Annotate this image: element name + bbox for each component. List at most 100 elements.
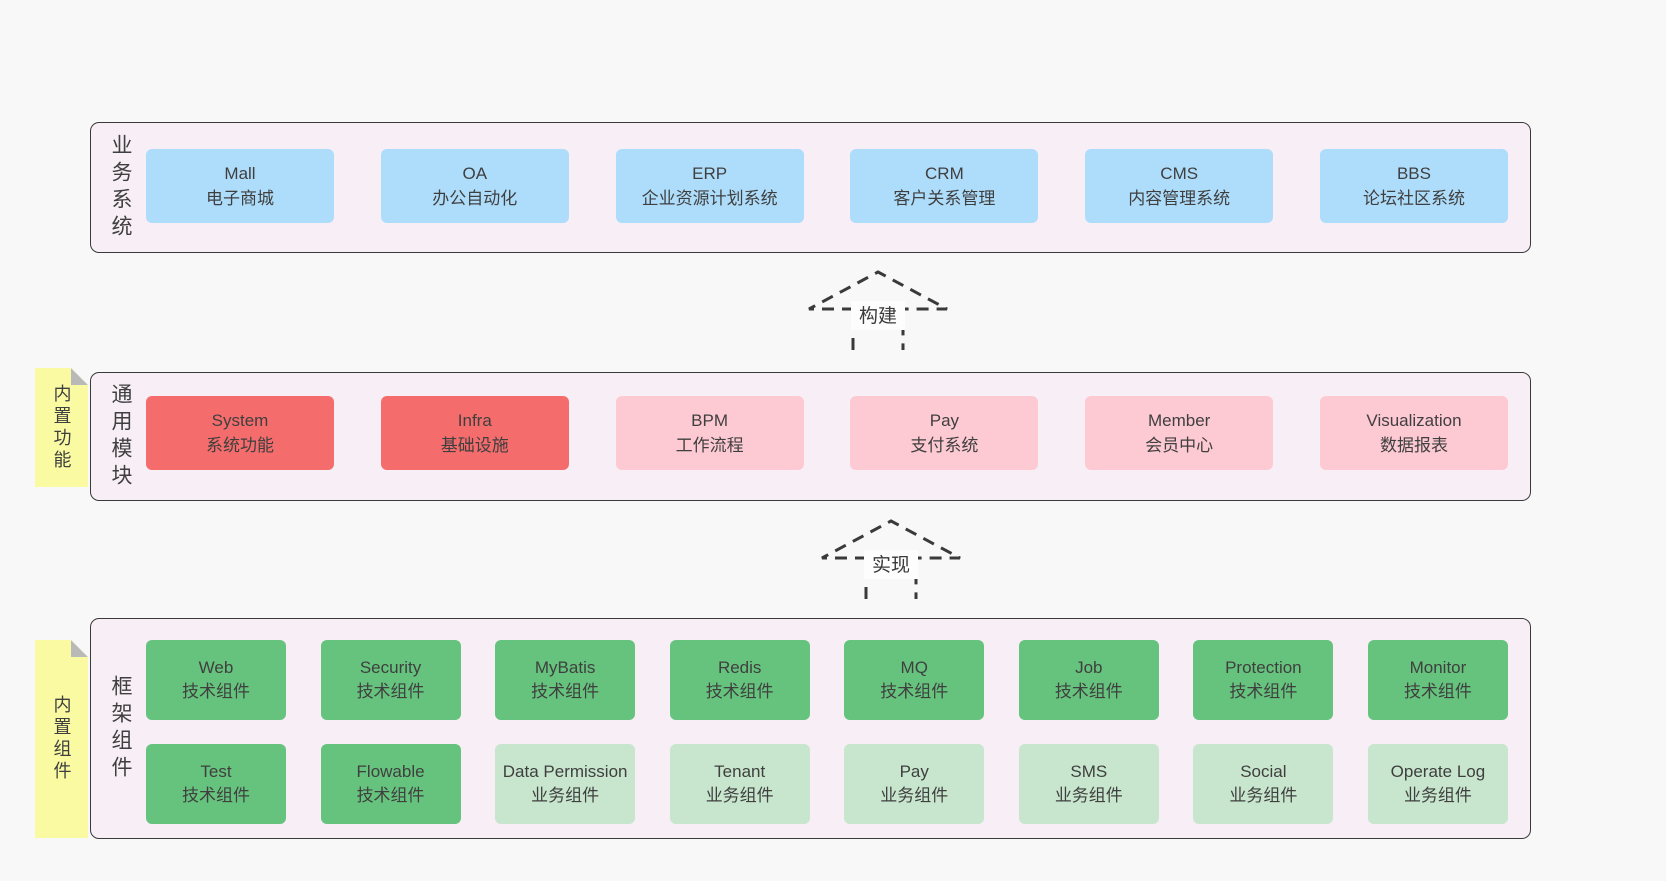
box-desc: 系统功能 — [206, 436, 274, 455]
box-desc: 业务组件 — [1229, 786, 1298, 805]
box-desc: 内容管理系统 — [1128, 189, 1231, 208]
sticky-tag-built-in-components: 内置组件 — [35, 640, 88, 838]
box-pay: Pay 支付系统 — [850, 396, 1039, 470]
arrow-label: 实现 — [872, 554, 910, 576]
box-erp: ERP 企业资源计划系统 — [615, 149, 804, 223]
box-monitor: Monitor 技术组件 — [1367, 640, 1508, 720]
box-name: Data Permission — [502, 762, 628, 781]
box-desc: 数据报表 — [1379, 436, 1448, 455]
box-desc: 技术组件 — [1403, 682, 1472, 701]
box-data-permission: Data Permission 业务组件 — [495, 744, 636, 824]
box-name: Pay — [929, 411, 960, 430]
box-name: Monitor — [1409, 658, 1467, 677]
box-desc: 技术组件 — [356, 786, 425, 805]
box-tenant: Tenant 业务组件 — [669, 744, 810, 824]
box-name: BBS — [1396, 164, 1431, 183]
box-desc: 技术组件 — [705, 682, 774, 701]
box-name: Mall — [224, 164, 256, 183]
box-name: Infra — [457, 411, 492, 430]
box-desc: 技术组件 — [182, 682, 250, 701]
box-name: Protection — [1225, 658, 1302, 677]
box-cms: CMS 内容管理系统 — [1085, 149, 1274, 223]
box-desc: 技术组件 — [880, 682, 949, 701]
box-name: OA — [462, 164, 488, 183]
box-name: SMS — [1070, 762, 1108, 781]
implement-arrow: 实现 — [821, 519, 961, 599]
box-crm: CRM 客户关系管理 — [850, 149, 1039, 223]
box-desc: 客户关系管理 — [893, 189, 996, 208]
business-systems-row: Mall 电子商城 OA 办公自动化 ERP 企业资源计划系统 CRM 客户关系… — [146, 149, 1508, 223]
box-pay-biz: Pay 业务组件 — [844, 744, 985, 824]
box-mall: Mall 电子商城 — [146, 149, 334, 223]
box-name: ERP — [692, 164, 728, 183]
box-bbs: BBS 论坛社区系统 — [1319, 149, 1508, 223]
box-desc: 基础设施 — [440, 436, 509, 455]
box-name: Social — [1240, 762, 1287, 781]
box-oa: OA 办公自动化 — [380, 149, 569, 223]
box-name: Test — [200, 762, 232, 781]
box-job: Job 技术组件 — [1018, 640, 1159, 720]
box-name: Operate Log — [1390, 762, 1486, 781]
box-flowable: Flowable 技术组件 — [320, 744, 461, 824]
box-protection: Protection 技术组件 — [1193, 640, 1334, 720]
sticky-tag-built-in-features: 内置功能 — [35, 368, 88, 487]
box-security: Security 技术组件 — [320, 640, 461, 720]
box-desc: 技术组件 — [1054, 682, 1123, 701]
arrow-label-bg — [851, 301, 905, 330]
framework-components-row-1: Web 技术组件 Security 技术组件 MyBatis 技术组件 Redi… — [146, 640, 1508, 720]
box-name: Web — [198, 658, 234, 677]
panel-label-business-systems: 业务系统 — [109, 133, 132, 242]
box-social: Social 业务组件 — [1193, 744, 1334, 824]
box-desc: 业务组件 — [1403, 786, 1472, 805]
box-desc: 业务组件 — [880, 786, 949, 805]
box-test: Test 技术组件 — [146, 744, 286, 824]
box-desc: 业务组件 — [705, 786, 774, 805]
box-desc: 企业资源计划系统 — [641, 189, 778, 208]
box-name: Member — [1148, 411, 1211, 430]
box-desc: 业务组件 — [1054, 786, 1123, 805]
box-infra: Infra 基础设施 — [380, 396, 569, 470]
box-desc: 支付系统 — [910, 436, 979, 455]
box-redis: Redis 技术组件 — [669, 640, 810, 720]
box-name: System — [211, 411, 269, 430]
box-member: Member 会员中心 — [1085, 396, 1274, 470]
box-name: MQ — [900, 658, 928, 677]
box-desc: 业务组件 — [531, 786, 600, 805]
arrow-label: 构建 — [859, 305, 897, 327]
box-visualization: Visualization 数据报表 — [1319, 396, 1508, 470]
box-name: Security — [359, 658, 422, 677]
box-desc: 技术组件 — [1229, 682, 1298, 701]
panel-label-common-modules: 通用模块 — [109, 382, 132, 491]
box-name: Job — [1075, 658, 1103, 677]
box-desc: 工作流程 — [675, 436, 744, 455]
common-modules-panel: 通用模块 System 系统功能 Infra 基础设施 BPM 工作流程 Pay… — [90, 372, 1531, 501]
box-name: Flowable — [356, 762, 425, 781]
box-operate-log: Operate Log 业务组件 — [1367, 744, 1508, 824]
box-desc: 电子商城 — [206, 189, 274, 208]
box-web: Web 技术组件 — [146, 640, 286, 720]
box-desc: 论坛社区系统 — [1362, 189, 1465, 208]
box-name: CMS — [1160, 164, 1199, 183]
box-desc: 技术组件 — [182, 786, 250, 805]
box-desc: 办公自动化 — [432, 189, 518, 208]
box-mq: MQ 技术组件 — [844, 640, 985, 720]
box-desc: 技术组件 — [356, 682, 425, 701]
box-name: BPM — [691, 411, 729, 430]
box-name: Pay — [899, 762, 929, 781]
box-bpm: BPM 工作流程 — [615, 396, 804, 470]
business-systems-panel: 业务系统 Mall 电子商城 OA 办公自动化 ERP 企业资源计划系统 CRM… — [90, 122, 1531, 253]
box-name: CRM — [925, 164, 964, 183]
framework-components-panel: 框架组件 Web 技术组件 Security 技术组件 MyBatis 技术组件… — [90, 618, 1531, 839]
framework-components-row-2: Test 技术组件 Flowable 技术组件 Data Permission … — [146, 744, 1508, 824]
box-name: Visualization — [1366, 411, 1462, 430]
common-modules-row: System 系统功能 Infra 基础设施 BPM 工作流程 Pay 支付系统… — [146, 396, 1508, 470]
box-system: System 系统功能 — [146, 396, 334, 470]
box-mybatis: MyBatis 技术组件 — [495, 640, 636, 720]
box-desc: 技术组件 — [531, 682, 600, 701]
box-name: Redis — [717, 658, 762, 677]
box-name: MyBatis — [534, 658, 596, 677]
build-arrow: 构建 — [808, 270, 948, 350]
box-name: Tenant — [714, 762, 766, 781]
panel-label-framework-components: 框架组件 — [109, 674, 132, 783]
